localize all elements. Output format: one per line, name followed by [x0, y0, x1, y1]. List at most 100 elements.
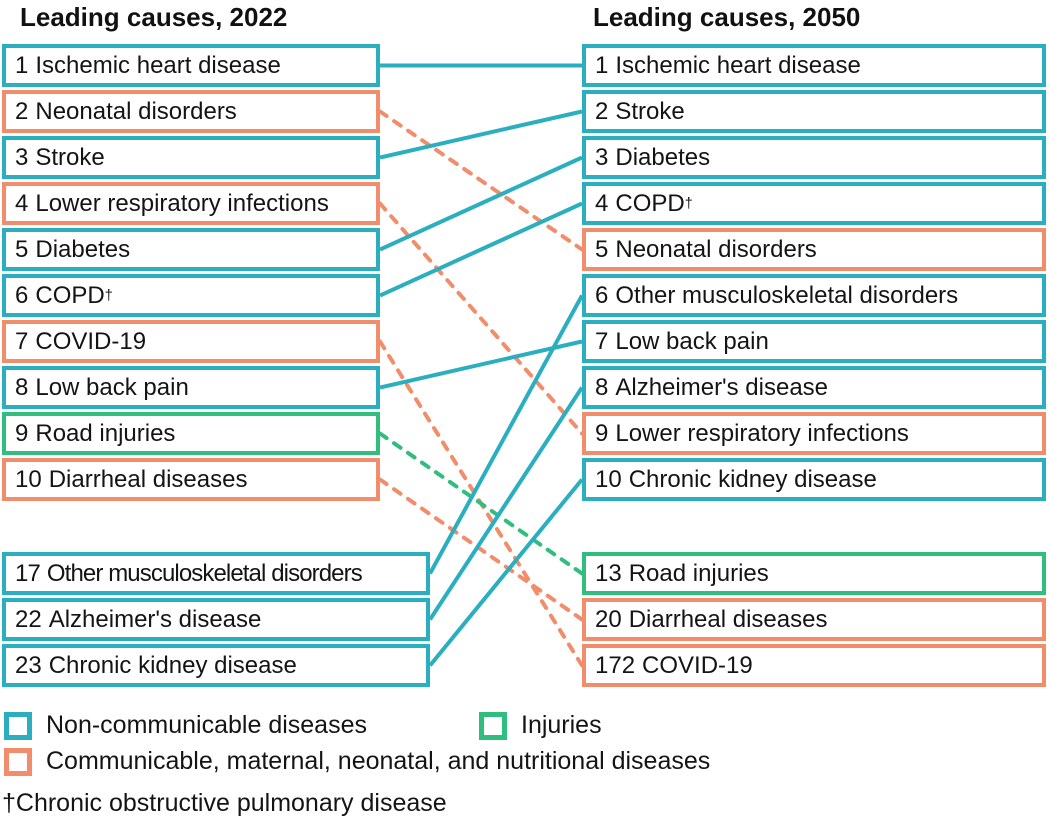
- legend-swatch-ncd: [4, 711, 32, 740]
- cause-rank: 7: [15, 327, 29, 355]
- rank-line: [378, 201, 584, 436]
- cause-name: Other musculoskeletal disorders: [46, 559, 363, 587]
- cause-name: Lower respiratory infections: [615, 419, 909, 447]
- legend-cmnn: Communicable, maternal, neonatal, and nu…: [4, 747, 710, 776]
- rank-line: [379, 201, 583, 298]
- cause-name: Lower respiratory infections: [35, 189, 329, 217]
- cause-rank: 9: [15, 419, 29, 447]
- cause-rank: 1: [15, 51, 29, 79]
- cause-name: Chronic kidney disease: [48, 651, 297, 679]
- cause-rank: 5: [595, 235, 609, 263]
- cause-rank: 13: [595, 559, 622, 587]
- cause-name: Neonatal disorders: [35, 97, 237, 125]
- legend-swatch-injuries: [479, 711, 507, 740]
- cause-rank: 9: [595, 419, 609, 447]
- legend-ncd: Non-communicable diseases: [4, 711, 367, 740]
- cause-rank: 3: [15, 143, 29, 171]
- copd-footnote: †Chronic obstructive pulmonary disease: [2, 789, 447, 817]
- rank-line: [428, 478, 584, 667]
- rank-line: [378, 109, 584, 252]
- cause-rank: 6: [15, 281, 29, 309]
- column-title-2050: Leading causes, 2050: [593, 2, 861, 32]
- cause-name: COPD: [35, 281, 105, 309]
- legend-swatch-cmnn: [4, 747, 32, 776]
- cause-rank: 8: [15, 373, 29, 401]
- rank-line: [379, 109, 583, 160]
- legend-cmnn-label: Communicable, maternal, neonatal, and nu…: [46, 747, 711, 775]
- cause-rank: 17: [15, 559, 41, 587]
- cause-rank: 2: [595, 97, 609, 125]
- cause-name: COVID-19: [642, 651, 753, 679]
- cause-rank: 5: [15, 235, 29, 263]
- cause-rank: 10: [15, 465, 42, 493]
- cause-rank: 8: [595, 373, 609, 401]
- rank-line: [378, 477, 584, 622]
- cause-rank: 22: [15, 605, 42, 633]
- cause-name: Ischemic heart disease: [35, 51, 281, 79]
- cause-rank: 3: [595, 143, 609, 171]
- cause-rank: 6: [595, 281, 609, 309]
- rank-line: [379, 339, 583, 390]
- legend-injuries-label: Injuries: [521, 711, 602, 739]
- cause-name: Alzheimer's disease: [615, 373, 829, 401]
- cause-rank: 2: [15, 97, 29, 125]
- cause-name: Ischemic heart disease: [615, 51, 861, 79]
- cause-name: Stroke: [35, 143, 105, 171]
- cause-name: COVID-19: [35, 327, 147, 355]
- cause-name: Stroke: [615, 97, 685, 125]
- cause-name: Chronic kidney disease: [628, 465, 877, 493]
- rank-line: [378, 431, 584, 576]
- legend-ncd-label: Non-communicable diseases: [46, 711, 367, 739]
- cause-rank: 20: [595, 605, 622, 633]
- cause-rank: 172: [595, 651, 636, 679]
- cause-rank: 10: [595, 465, 622, 493]
- cause-rank: 7: [595, 327, 609, 355]
- cause-name: Diabetes: [35, 235, 131, 263]
- cause-name: Other musculoskeletal disorders: [615, 281, 959, 309]
- cause-name: COPD: [615, 189, 685, 217]
- rank-line: [428, 294, 584, 575]
- cause-name: Road injuries: [628, 559, 769, 587]
- legend-injuries: Injuries: [479, 711, 602, 740]
- cause-rank: 23: [15, 651, 42, 679]
- cause-name: Diarrheal diseases: [628, 605, 828, 633]
- cause-name: Alzheimer's disease: [48, 605, 262, 633]
- cause-name: Neonatal disorders: [615, 235, 817, 263]
- cause-rank: 4: [15, 189, 29, 217]
- cause-name: Low back pain: [35, 373, 189, 401]
- cause-rank: 4: [595, 189, 609, 217]
- cause-name: Low back pain: [615, 327, 769, 355]
- rank-line: [379, 155, 583, 252]
- cause-name: Road injuries: [35, 419, 176, 447]
- cause-rank: 1: [595, 51, 609, 79]
- cause-name: Diarrheal diseases: [48, 465, 248, 493]
- cause-name: Diabetes: [615, 143, 711, 171]
